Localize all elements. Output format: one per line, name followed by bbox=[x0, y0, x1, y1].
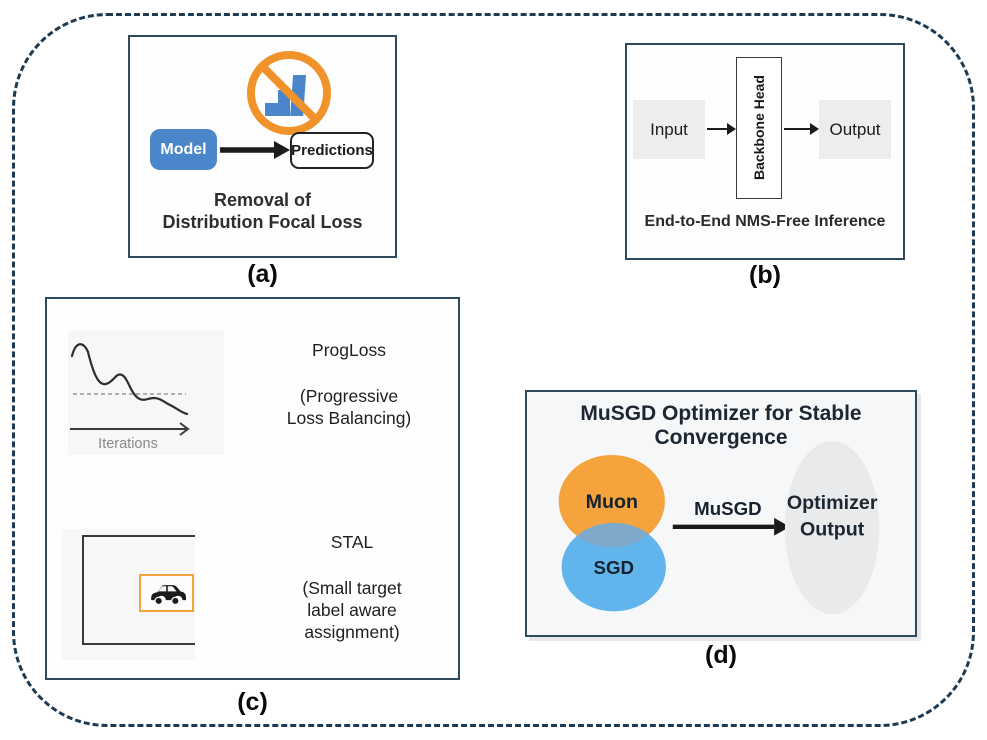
musgd-arrow-label: MuSGD bbox=[694, 498, 761, 519]
muon-label: Muon bbox=[586, 491, 638, 513]
sgd-circle bbox=[561, 522, 666, 612]
optimizer-output-line1: Optimizer bbox=[787, 492, 878, 514]
panel-c-progloss-stal: Iterations ProgLoss (Progressive Loss Ba… bbox=[45, 297, 460, 680]
stal-sub-line2: label aware bbox=[307, 600, 397, 620]
progloss-text-block: ProgLoss (Progressive Loss Balancing) bbox=[249, 339, 449, 429]
car-icon bbox=[150, 585, 186, 605]
input-to-backbone-arrow bbox=[707, 123, 736, 135]
model-box: Model bbox=[150, 129, 217, 170]
model-to-predictions-arrow bbox=[220, 141, 290, 159]
panel-d-title: MuSGD Optimizer for Stable Convergence bbox=[580, 402, 862, 449]
progloss-sub-line1: (Progressive bbox=[299, 386, 399, 406]
panel-b-label: (b) bbox=[749, 261, 781, 289]
musgd-venn-diagram: Muon SGD MuSGD Optimizer Output bbox=[558, 441, 880, 615]
panel-a-removal-of-dfl: Model Predictions Removal of Distributio… bbox=[128, 35, 397, 258]
predictions-box: Predictions bbox=[290, 132, 374, 169]
panel-d-label: (d) bbox=[705, 641, 737, 669]
panel-c-label: (c) bbox=[237, 688, 268, 716]
output-label: Output bbox=[829, 119, 881, 139]
loss-curve-icon: Iterations bbox=[70, 343, 190, 452]
outer-dashed-border bbox=[12, 13, 975, 727]
caption-a-line1: Removal of bbox=[213, 190, 312, 210]
output-box: Output bbox=[819, 100, 891, 159]
input-box: Input bbox=[633, 100, 705, 159]
backbone-head-box: Backbone Head bbox=[736, 57, 782, 199]
optimizer-output-line2: Output bbox=[800, 519, 865, 541]
image-frame bbox=[82, 535, 195, 645]
panel-b-nms-free-inference: Input Backbone Head Output End-to-End NM… bbox=[625, 43, 905, 260]
input-label: Input bbox=[650, 119, 688, 139]
iterations-axis-label: Iterations bbox=[98, 436, 158, 452]
optimizer-output-ellipse bbox=[784, 441, 880, 615]
model-label: Model bbox=[160, 140, 207, 158]
caption-a-line2: Distribution Focal Loss bbox=[162, 212, 363, 232]
muon-circle bbox=[558, 454, 665, 548]
panel-b-caption: End-to-End NMS-Free Inference bbox=[644, 213, 886, 230]
progloss-title: ProgLoss bbox=[312, 340, 386, 360]
small-target-bounding-box bbox=[139, 574, 194, 612]
backbone-to-output-arrow bbox=[784, 123, 819, 135]
no-histogram-icon bbox=[247, 51, 331, 135]
musgd-arrow-head bbox=[774, 517, 790, 536]
sgd-label: SGD bbox=[594, 557, 635, 578]
stal-thumbnail bbox=[62, 529, 195, 660]
panel-a-caption: Removal of Distribution Focal Loss bbox=[130, 189, 395, 233]
stal-title: STAL bbox=[330, 532, 374, 552]
panel-a-label: (a) bbox=[247, 260, 278, 288]
predictions-label: Predictions bbox=[291, 142, 373, 159]
stal-sub-line1: (Small target bbox=[302, 578, 402, 598]
backbone-head-label: Backbone Head bbox=[751, 75, 767, 181]
stal-text-block: STAL (Small target label aware assignmen… bbox=[252, 531, 452, 643]
panel-d-musgd-optimizer: MuSGD Optimizer for Stable Convergence M… bbox=[525, 390, 917, 637]
stal-sub-line3: assignment) bbox=[304, 622, 400, 642]
progloss-sub-line2: Loss Balancing) bbox=[286, 408, 412, 428]
loss-curve-thumbnail: Iterations bbox=[68, 330, 224, 455]
